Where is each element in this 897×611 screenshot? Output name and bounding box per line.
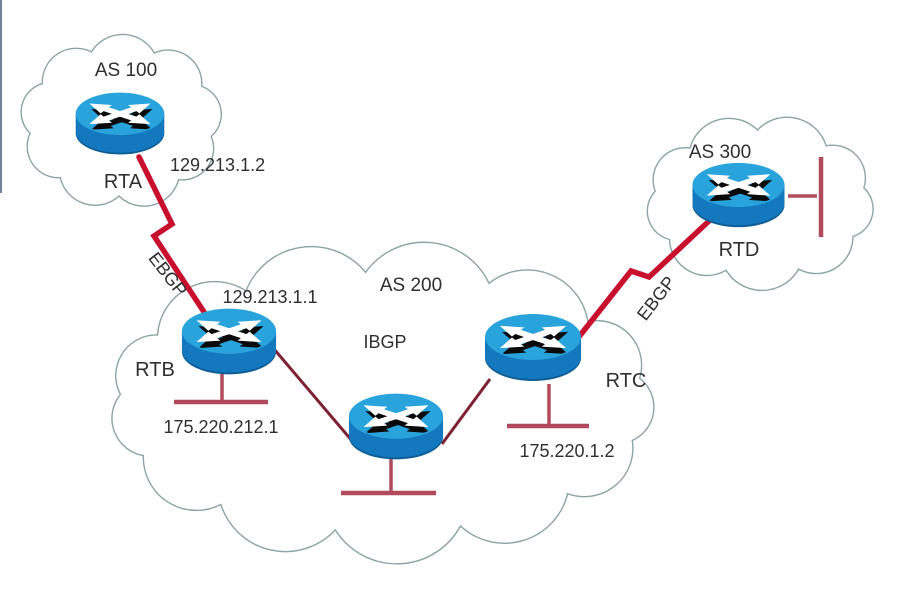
- rtb-label: RTB: [135, 359, 175, 381]
- lan-stub-rtc: [507, 384, 589, 429]
- rtb-lan-ip-label: 175.220.212.1: [163, 417, 278, 437]
- as100-label: AS 100: [95, 60, 157, 81]
- lan-stub-rtd: [788, 157, 824, 237]
- rtc-label: RTC: [606, 370, 647, 392]
- link-rtc-core-ibgp: [440, 378, 492, 445]
- rta-link-ip-label: 129.213.1.2: [170, 155, 265, 175]
- router-rtc: [485, 314, 581, 381]
- ibgp-label: IBGP: [363, 332, 406, 352]
- rtb-link-ip-label: 129.213.1.1: [222, 287, 317, 307]
- link-rta-rtb-ebgp: [136, 154, 211, 321]
- link-rtb-core-ibgp: [272, 348, 355, 443]
- as200-label: AS 200: [380, 275, 442, 296]
- router-rtb: [182, 309, 276, 375]
- router-rtd: [693, 163, 785, 227]
- lan-stub-core: [341, 458, 436, 496]
- lan-stub-rtb: [174, 374, 268, 405]
- rtc-lan-ip-label: 175.220.1.2: [519, 441, 614, 461]
- as300-label: AS 300: [689, 142, 751, 163]
- rtd-label: RTD: [719, 239, 760, 261]
- ebgp-right-label: EBGP: [633, 272, 680, 324]
- router-rta: [76, 93, 165, 155]
- link-rtd-rtc-ebgp: [575, 218, 712, 341]
- router-core: [349, 394, 443, 460]
- rta-label: RTA: [104, 171, 143, 193]
